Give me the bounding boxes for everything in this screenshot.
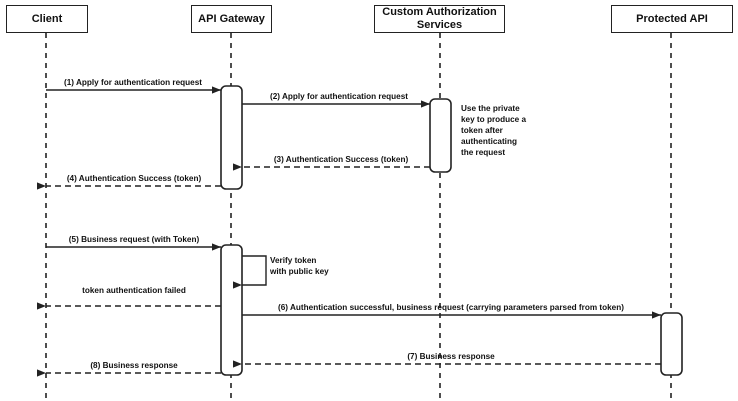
activation-bar-act-cas-auth [429, 98, 452, 173]
activation-bar-act-gateway-business [220, 244, 243, 376]
message-label-m-fail: token authentication failed [82, 286, 186, 295]
self-message-label-self-verify: Verify token with public key [270, 256, 329, 276]
activation-boxes-group [220, 85, 683, 376]
message-label-m1: (1) Apply for authentication request [64, 78, 202, 87]
message-label-m8: (8) Business response [90, 361, 178, 370]
message-lines-group [37, 86, 661, 377]
message-label-m6: (6) Authentication successful, business … [278, 303, 624, 312]
participant-box-cas: Custom Authorization Services [374, 5, 505, 33]
self-message-self-verify [233, 255, 267, 289]
participant-box-api: Protected API [611, 5, 733, 33]
message-label-m5: (5) Business request (with Token) [68, 235, 200, 244]
participant-box-gateway: API Gateway [191, 5, 272, 33]
participant-box-client: Client [6, 5, 88, 33]
note-note-private-key: Use the private key to produce a token a… [461, 104, 527, 157]
message-label-m7: (7) Business response [407, 352, 495, 361]
message-label-m4: (4) Authentication Success (token) [66, 174, 202, 183]
activation-bar-act-api-business [660, 312, 683, 376]
message-label-m2: (2) Apply for authentication request [270, 92, 408, 101]
lifelines-group [45, 33, 672, 399]
activation-bar-act-gateway-auth [220, 85, 243, 190]
message-label-m3: (3) Authentication Success (token) [273, 155, 409, 164]
